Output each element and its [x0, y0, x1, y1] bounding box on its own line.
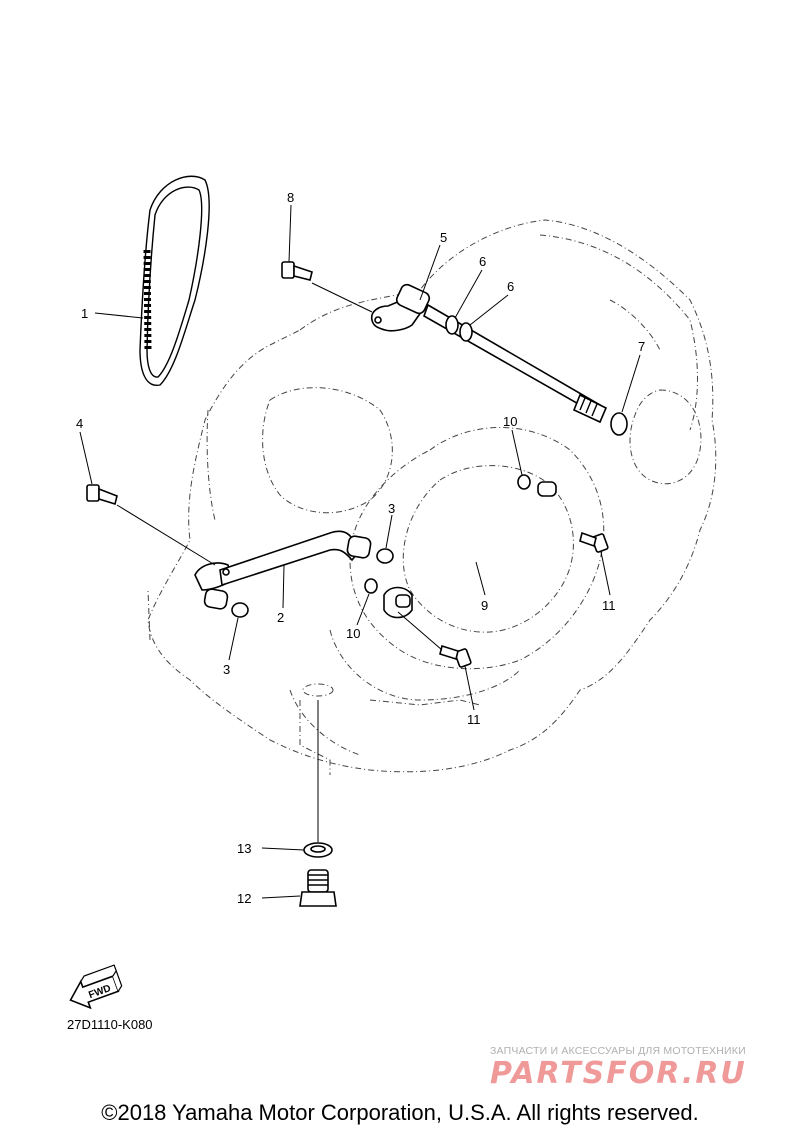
callout-8: 8 — [287, 190, 294, 205]
watermark-tagline: ЗАПЧАСТИ И АКСЕССУАРЫ ДЛЯ МОТОТЕХНИКИ — [490, 1045, 746, 1057]
part-2-pipe — [194, 530, 372, 610]
part-6-orings — [445, 315, 473, 342]
part-13-gasket — [303, 842, 333, 858]
callout-12: 12 — [237, 891, 251, 906]
callout-6: 6 — [479, 254, 486, 269]
part-12-drain-bolt — [299, 869, 337, 907]
callout-9: 9 — [481, 598, 488, 613]
callout-7: 7 — [638, 339, 645, 354]
diagram-code: 27D1110-K080 — [67, 1017, 153, 1032]
callout-3: 3 — [388, 501, 395, 516]
copyright-notice: ©2018 Yamaha Motor Corporation, U.S.A. A… — [101, 1100, 699, 1125]
part-10-orings — [364, 474, 531, 594]
callout-1: 1 — [81, 306, 88, 321]
callout-11: 11 — [602, 598, 616, 613]
callout-6: 6 — [507, 279, 514, 294]
callout-labels: 1 2 3 3 4 5 6 6 7 8 9 10 10 11 11 12 13 — [76, 190, 645, 906]
part-7-oring — [610, 412, 628, 436]
callout-10: 10 — [503, 414, 517, 429]
part-11-bolts — [439, 531, 609, 668]
part-5-shaft — [370, 283, 608, 424]
callout-4: 4 — [76, 416, 83, 431]
part-1-chain — [139, 175, 210, 386]
part-9-pipe — [383, 481, 558, 619]
watermark-logo: PARTSFOR.RU — [490, 1056, 747, 1091]
part-3-orings — [231, 548, 394, 618]
part-8-bolt — [281, 261, 313, 281]
callout-5: 5 — [440, 230, 447, 245]
callout-3: 3 — [223, 662, 230, 677]
callout-11: 11 — [467, 712, 481, 727]
callout-10: 10 — [346, 626, 360, 641]
fwd-arrow-icon: FWD — [69, 964, 123, 1010]
crankcase-outline — [147, 219, 717, 775]
callout-13: 13 — [237, 841, 251, 856]
part-4-bolt — [86, 484, 118, 506]
leader-lines — [79, 204, 641, 899]
callout-2: 2 — [277, 610, 284, 625]
